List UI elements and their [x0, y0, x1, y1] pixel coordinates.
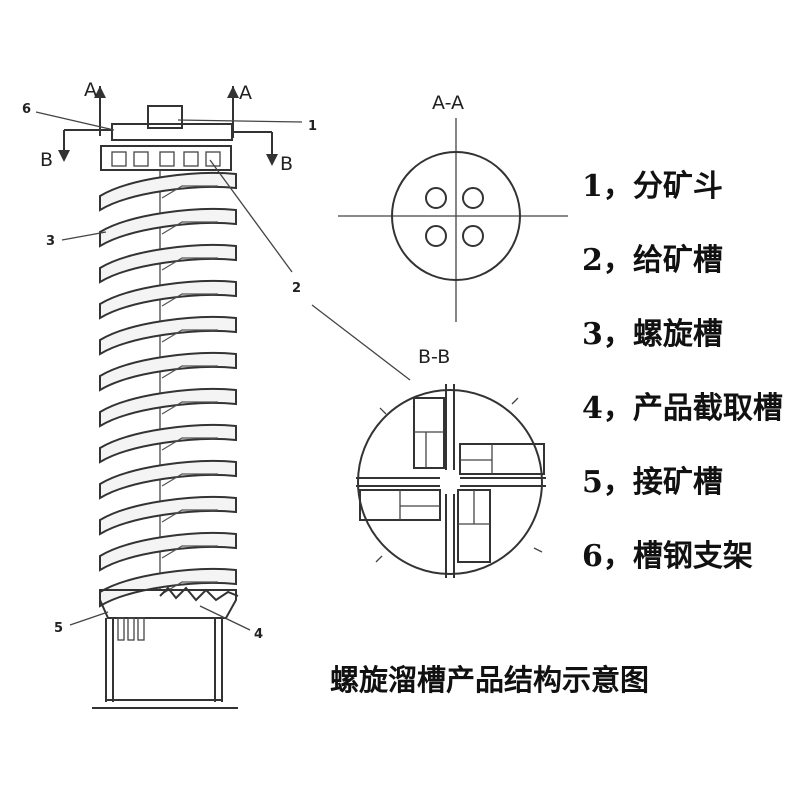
cut-line-b-left — [58, 129, 112, 162]
spiral-inner-edge — [161, 293, 218, 307]
cut-line-b-right — [232, 131, 278, 166]
leader-lines — [35, 111, 411, 631]
feed-hole-3 — [425, 225, 447, 247]
spiral-turn — [99, 351, 237, 392]
legend-item-4: 4，产品截取槽 — [582, 391, 783, 426]
channel-steel-stand — [92, 618, 238, 709]
spiral-inner-edge — [161, 509, 218, 523]
spiral-inner-edge — [161, 221, 218, 235]
spiral-turn — [99, 243, 237, 284]
spiral-turn — [99, 531, 237, 572]
feed-trough-top — [413, 397, 445, 469]
outlet-pipes — [117, 617, 145, 641]
cut-marker-b-left: B — [40, 149, 53, 171]
callout-3: 3 — [46, 234, 55, 249]
product-cutter — [159, 586, 239, 602]
spiral-turn — [99, 567, 237, 608]
feed-trough-left — [359, 489, 441, 521]
spiral-turn — [99, 279, 237, 320]
spiral-turn — [99, 459, 237, 500]
spiral-inner-edge — [161, 545, 218, 559]
spiral-turn — [99, 495, 237, 536]
spiral-inner-edge — [161, 365, 218, 379]
section-a-a-label: A-A — [432, 92, 464, 114]
feed-hole-4 — [462, 225, 484, 247]
side-view-drawing: A A B B 6 1 2 3 4 5 — [22, 79, 411, 709]
spiral-trough-turns — [99, 171, 237, 608]
section-b-b: B-B — [356, 346, 546, 578]
section-a-a: A-A — [338, 92, 568, 322]
feed-hole-2 — [462, 187, 484, 209]
legend-item-3: 3，螺旋槽 — [582, 317, 723, 352]
feed-distributor-circle — [391, 151, 521, 281]
feed-trough-bottom — [457, 489, 491, 563]
callout-5: 5 — [54, 621, 63, 636]
cut-marker-a-right: A — [239, 82, 252, 104]
spiral-inner-edge — [161, 401, 218, 415]
cut-marker-a-left: A — [84, 79, 97, 101]
spiral-inner-edge — [161, 437, 218, 451]
spiral-turn — [99, 423, 237, 464]
legend-item-5: 5，接矿槽 — [582, 465, 723, 500]
legend-item-1: 1，分矿斗 — [582, 169, 723, 204]
circle-tick-marks — [375, 397, 543, 563]
callout-4: 4 — [254, 627, 263, 642]
cut-marker-b-right: B — [280, 153, 293, 175]
spiral-turn — [99, 387, 237, 428]
top-plate — [111, 123, 233, 141]
callout-6: 6 — [22, 102, 31, 117]
spiral-inner-edge — [161, 473, 218, 487]
spiral-turn — [99, 207, 237, 248]
feed-trough-right — [459, 443, 545, 475]
feed-box-top — [147, 105, 183, 129]
callout-2: 2 — [292, 281, 301, 296]
spiral-turn — [99, 171, 237, 212]
spiral-turn — [99, 315, 237, 356]
spiral-inner-edge — [161, 257, 218, 271]
feed-hole-1 — [425, 187, 447, 209]
feeder-head — [100, 145, 232, 171]
diagram-title: 螺旋溜槽产品结构示意图 — [330, 663, 649, 697]
section-b-b-label: B-B — [418, 346, 450, 368]
cross-frame — [356, 384, 546, 578]
callout-1: 1 — [308, 119, 317, 134]
legend-item-6: 6，槽钢支架 — [582, 539, 753, 574]
parts-legend: 1，分矿斗 2，给矿槽 3，螺旋槽 4，产品截取槽 5，接矿槽 6，槽钢支架 — [582, 169, 783, 574]
spiral-inner-edge — [161, 329, 218, 343]
spiral-inner-edge — [161, 185, 218, 199]
cut-line-a-right — [227, 86, 239, 138]
cut-line-a-left — [94, 86, 106, 136]
section-b-b-circle — [357, 389, 543, 575]
legend-item-2: 2，给矿槽 — [582, 243, 723, 278]
